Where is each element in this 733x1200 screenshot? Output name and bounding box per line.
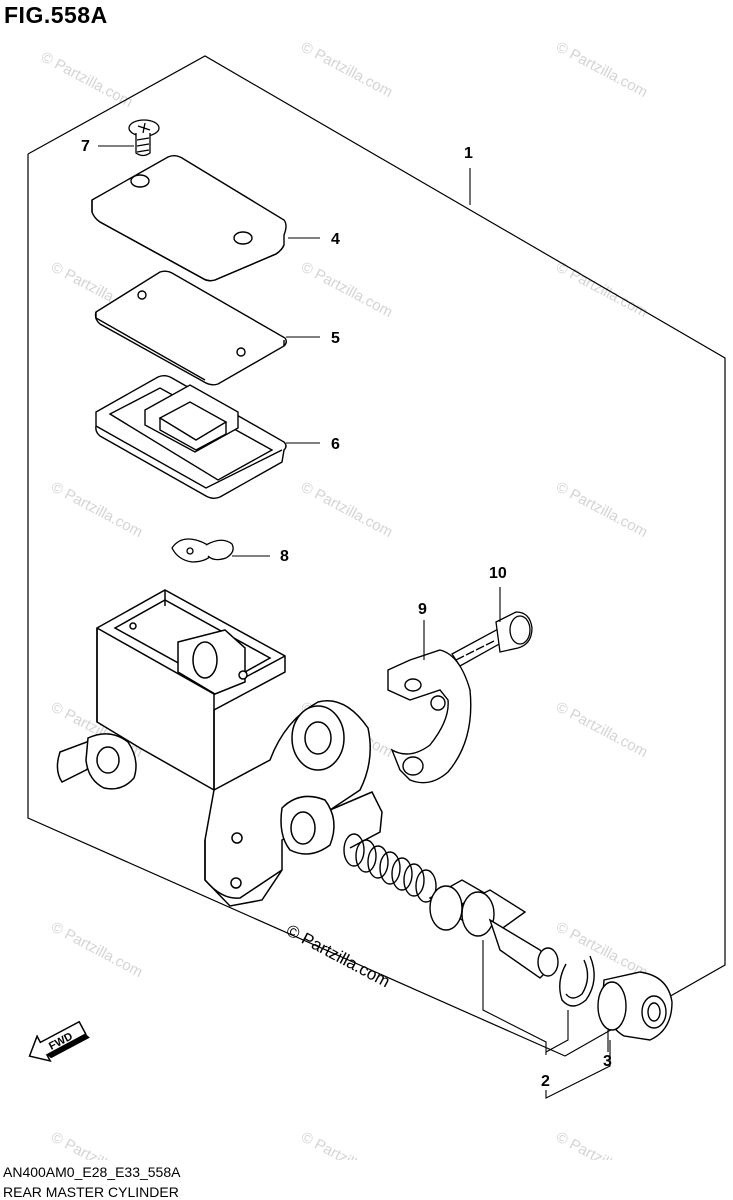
center-watermark: © Partzilla.com (283, 921, 393, 992)
callout-part-2: 2 (541, 1073, 550, 1090)
watermark: © Partzilla.com (553, 699, 650, 761)
watermark: © Partzilla.com (298, 259, 395, 321)
watermark: © Partzilla.com (48, 1129, 145, 1160)
exploded-parts-diagram: © Partzilla.com © Partzilla.com © Partzi… (27, 39, 726, 1160)
master-cylinder-body (56, 589, 383, 907)
diaphragm-part-6 (95, 375, 287, 499)
watermark: © Partzilla.com (48, 919, 145, 981)
watermark: © Partzilla.com (553, 919, 650, 981)
callout-part-4: 4 (331, 231, 340, 248)
fwd-arrow-icon: FWD (28, 1020, 90, 1063)
cap-part-4 (91, 155, 287, 282)
clip-part-8 (171, 538, 234, 563)
watermark: © Partzilla.com (553, 1129, 650, 1160)
callout-part-5: 5 (331, 330, 340, 347)
leader-lines (98, 145, 611, 1099)
figure-name: REAR MASTER CYLINDER (3, 1184, 179, 1200)
circlip (559, 955, 595, 1007)
watermark: © Partzilla.com (553, 259, 650, 321)
callout-part-7: 7 (81, 138, 90, 155)
figure-code: AN400AM0_E28_E33_558A (3, 1164, 181, 1180)
watermark: © Partzilla.com (38, 49, 135, 111)
screw-part-7 (128, 119, 160, 157)
bolt-part-10 (451, 611, 533, 667)
callout-part-1: 1 (464, 145, 473, 162)
clamp-part-9 (387, 649, 472, 784)
piston-assembly-part-2 (428, 879, 559, 979)
callout-part-9: 9 (418, 601, 427, 618)
spring (343, 833, 437, 903)
watermark: © Partzilla.com (553, 39, 650, 101)
watermark: © Partzilla.com (298, 479, 395, 541)
figure-title: FIG.558A (4, 2, 108, 28)
callout-part-8: 8 (280, 548, 289, 565)
callout-part-10: 10 (489, 565, 507, 582)
watermark: © Partzilla.com (298, 39, 395, 101)
callout-part-6: 6 (331, 436, 340, 453)
diaphragm-plate-part-5 (94, 270, 287, 386)
assembly-box-outline (27, 55, 726, 1057)
watermark: © Partzilla.com (553, 479, 650, 541)
watermark: © Partzilla.com (298, 1129, 395, 1160)
watermark: © Partzilla.com (48, 479, 145, 541)
callout-part-3: 3 (603, 1053, 612, 1070)
boot-part-3 (597, 971, 673, 1041)
